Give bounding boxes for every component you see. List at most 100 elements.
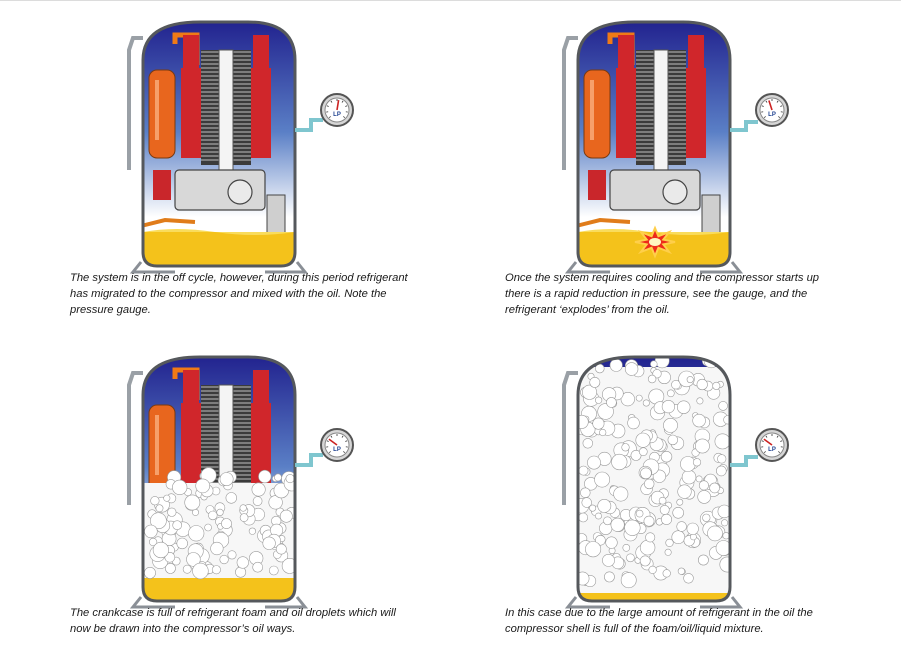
foam-bubble [719, 556, 730, 573]
foam-bubble [717, 504, 730, 519]
foam-bubble [643, 478, 655, 490]
scroll-block-right [688, 35, 704, 75]
gauge-tick [330, 435, 333, 438]
caption-line: The system is in the off cycle, however,… [70, 272, 408, 284]
foam-bubble [172, 520, 182, 530]
pressure-gauge: LP [755, 428, 789, 462]
gauge-tick [765, 435, 768, 438]
gauge-tick [345, 105, 348, 107]
shell-outline [576, 20, 732, 268]
foam-bubble [627, 416, 640, 430]
caption-line: now be drawn into the compressor’s oil w… [70, 623, 296, 635]
foam-bubble [635, 509, 644, 518]
scroll-block-left [618, 35, 634, 75]
caption-line: there is a rapid reduction in pressure, … [505, 288, 808, 300]
foam-bubble [620, 391, 635, 407]
foam-bubble [204, 523, 212, 532]
oil-pump [662, 179, 688, 205]
foam-bubble [592, 417, 605, 430]
mounting-foot-left [564, 596, 610, 609]
crankshaft [653, 49, 669, 191]
foam-bubble [683, 573, 694, 584]
foam-bubble [195, 478, 210, 494]
refrigerant-foam [578, 357, 730, 593]
gauge-label: LP [333, 447, 341, 453]
spring-mount [266, 194, 286, 236]
gauge-tick [780, 105, 783, 107]
shell-outline [141, 20, 297, 268]
foam-bubble [609, 358, 623, 372]
foam-bubble [661, 513, 673, 525]
foam-bubble [672, 507, 684, 519]
scroll-block-left [183, 35, 199, 75]
mounting-foot-left [129, 261, 175, 274]
foam-bubble [635, 432, 651, 448]
pressure-gauge: LP [320, 93, 354, 127]
explosion-core [649, 238, 661, 246]
gauge-tick [345, 440, 348, 442]
oil-sump [143, 232, 295, 266]
shell-interior [143, 32, 295, 266]
foam-bubble [155, 504, 164, 513]
foam-bubble [676, 498, 684, 506]
compressor-illustration: LP [562, 20, 789, 274]
foam-bubble [165, 562, 176, 574]
refrigerant-foam [143, 467, 295, 580]
foam-bubble [630, 450, 642, 461]
foam-bubble [677, 567, 685, 575]
foam-bubble [622, 544, 631, 552]
foam-bubble [718, 401, 728, 411]
foam-bubble [640, 467, 652, 480]
foam-bubble [582, 438, 593, 449]
foam-bubble [578, 357, 591, 367]
foam-bubble [594, 396, 603, 404]
gauge-tick [761, 440, 764, 442]
foam-bubble [692, 413, 706, 428]
motor-housing [583, 69, 611, 159]
gauge-pipe [295, 453, 323, 467]
shell-interior [143, 367, 295, 601]
foam-bubble [275, 543, 287, 555]
foam-bubble [167, 507, 177, 517]
foam-bubble [667, 434, 679, 446]
shell-interior [578, 32, 730, 266]
foam-bubble [676, 521, 687, 532]
foam-bubble [639, 539, 656, 556]
foam-bubble [621, 443, 630, 452]
foam-bubble [692, 458, 702, 467]
suction-pipe [562, 371, 578, 505]
compressor-illustration: LP [127, 355, 354, 609]
foam-bubble [707, 525, 723, 542]
compressor-illustration: LP [127, 20, 354, 274]
scroll-block-right [253, 35, 269, 75]
foam-bubble [208, 510, 218, 521]
foam-bubble [659, 504, 670, 515]
foam-bubble [677, 484, 692, 499]
foam-bubble [163, 494, 171, 502]
foam-bubble [695, 475, 703, 483]
gauge-tick [328, 451, 331, 454]
foam-bubble [712, 381, 721, 390]
foam-bubble [639, 555, 651, 567]
stator-left [181, 68, 201, 158]
foam-bubble [285, 474, 295, 484]
scroll-block-right [253, 370, 269, 410]
foam-bubble [599, 428, 607, 437]
foam-bubble [252, 496, 263, 506]
top-rule [0, 0, 901, 1]
caption-off-cycle: The system is in the off cycle, however,… [70, 270, 408, 318]
caption-line: The crankcase is full of refrigerant foa… [70, 607, 396, 619]
foam-bubble [182, 564, 192, 574]
motor-highlight [590, 80, 594, 140]
mounting-foot-right [700, 596, 744, 609]
compressor-panel-off-cycle: LP [105, 10, 365, 274]
compressor-illustration: LP [562, 355, 789, 609]
foam-bubble [680, 456, 696, 472]
foam-bubble [645, 532, 656, 543]
gauge-pipe [295, 118, 323, 132]
pressure-gauge: LP [755, 93, 789, 127]
gauge-tick [780, 440, 783, 442]
spring-mount [701, 194, 721, 236]
shell-outline [141, 355, 297, 603]
foam-bubble [715, 540, 730, 556]
